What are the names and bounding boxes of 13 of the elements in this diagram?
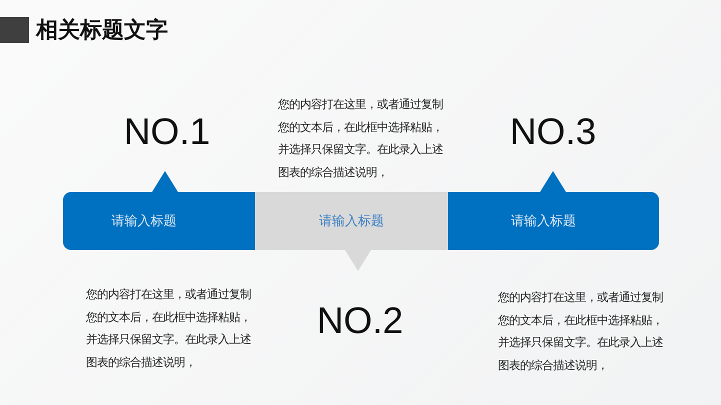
page-title: 相关标题文字 — [36, 16, 168, 45]
step-number: NO.2 — [316, 302, 404, 339]
description-text: 您的内容打在这里，或者通过复制您的文本后，在此框中选择粘贴，并选择只保留文字。在此录入上述图表的综合描述说明， — [86, 287, 252, 370]
description-text: 您的内容打在这里，或者通过复制您的文本后，在此框中选择粘贴，并选择只保留文字。在此录入上述图表的综合描述说明， — [278, 97, 444, 180]
step-number: NO.1 — [122, 113, 212, 150]
step-number: NO.3 — [508, 113, 598, 150]
description-text: 您的内容打在这里，或者通过复制您的文本后，在此框中选择粘贴，并选择只保留文字。在此录入上述图表的综合描述说明， — [498, 290, 664, 374]
title-box — [255, 192, 448, 250]
box-title: 请输入标题 — [112, 213, 176, 230]
box-title: 请输入标题 — [319, 213, 384, 230]
title-box — [63, 192, 255, 250]
title-box — [448, 192, 659, 250]
box-title: 请输入标题 — [511, 213, 576, 230]
